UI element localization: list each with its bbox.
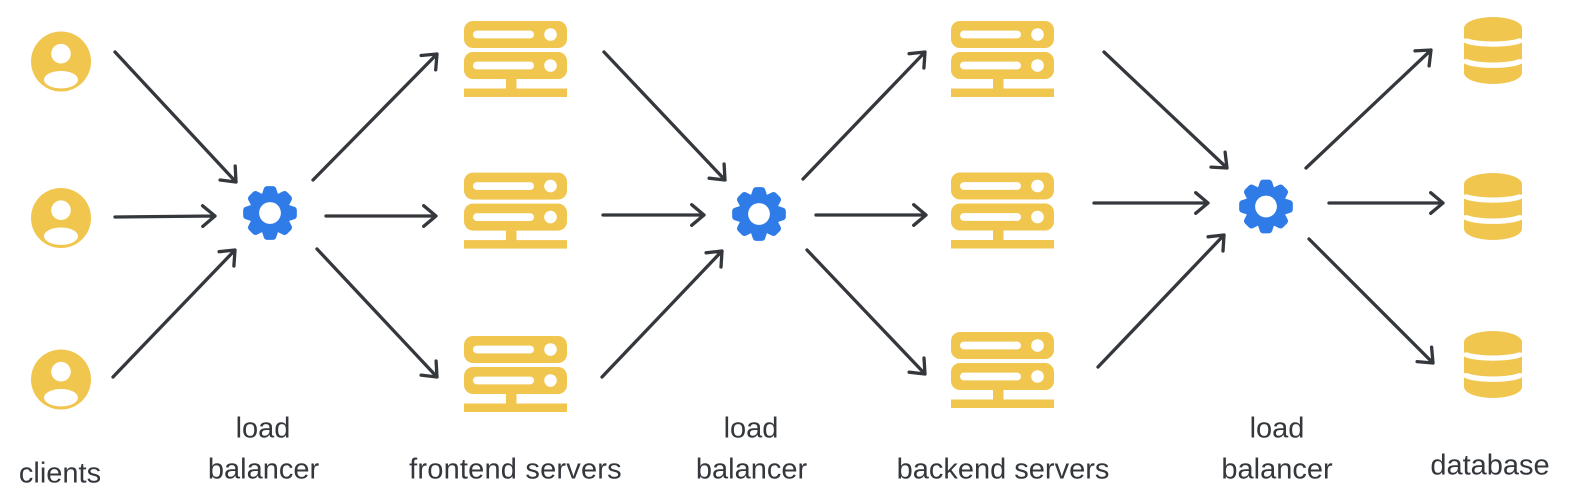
svg-text:database: database <box>1430 450 1549 482</box>
svg-text:frontend servers: frontend servers <box>409 454 622 486</box>
svg-text:balancer: balancer <box>1221 454 1333 486</box>
svg-text:clients: clients <box>19 458 101 490</box>
svg-text:load: load <box>724 413 779 445</box>
svg-text:backend servers: backend servers <box>897 454 1110 486</box>
svg-text:balancer: balancer <box>208 454 320 486</box>
svg-text:load: load <box>1250 413 1305 445</box>
svg-text:balancer: balancer <box>696 454 808 486</box>
svg-text:load: load <box>236 413 291 445</box>
